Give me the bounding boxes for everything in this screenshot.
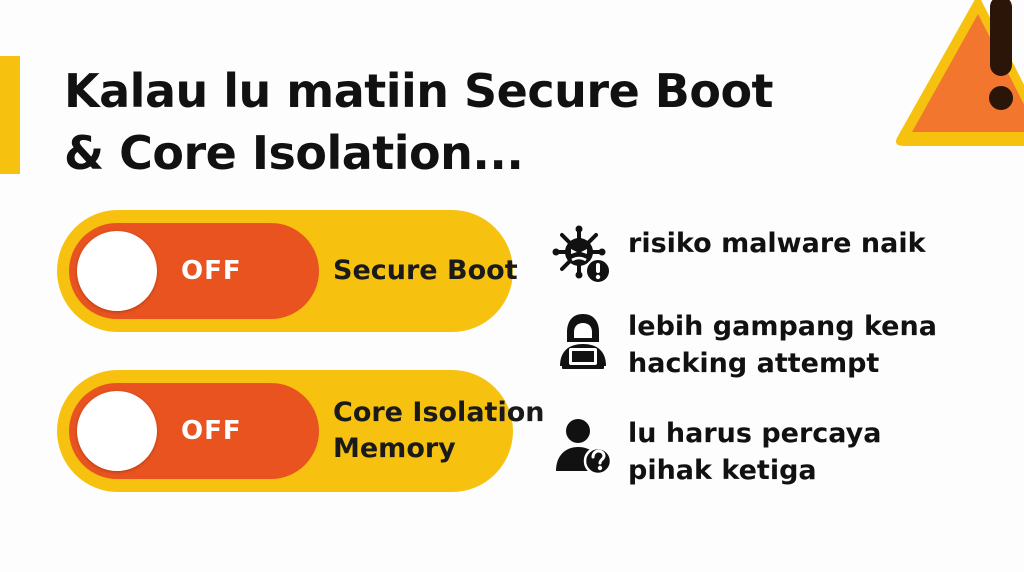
title-line-2: & Core Isolation... bbox=[64, 126, 524, 180]
risk-item: lu harus percaya pihak ketiga bbox=[552, 415, 1012, 489]
virus-warning-icon bbox=[552, 225, 611, 284]
hacker-icon bbox=[560, 314, 606, 369]
risk-item: risiko malware naik bbox=[552, 225, 1012, 287]
risk-text: lebih gampang kena hacking attempt bbox=[628, 308, 937, 382]
risk-text: lu harus percaya pihak ketiga bbox=[628, 415, 882, 489]
risk-text-line: pihak ketiga bbox=[628, 455, 817, 486]
risk-text: risiko malware naik bbox=[628, 225, 926, 262]
toggle-switch[interactable]: OFF bbox=[69, 383, 319, 479]
toggle-state: OFF bbox=[181, 256, 242, 286]
risk-text-line: hacking attempt bbox=[628, 348, 880, 379]
toggle-label: Secure Boot bbox=[333, 253, 518, 289]
accent-bar bbox=[0, 56, 20, 174]
toggle-label-line: Secure Boot bbox=[333, 255, 518, 286]
title-line-1: Kalau lu matiin Secure Boot bbox=[64, 64, 774, 118]
user-question-icon bbox=[556, 419, 613, 476]
risk-text-line: lebih gampang kena bbox=[628, 311, 937, 342]
toggle-secure-boot[interactable]: OFF Secure Boot bbox=[57, 210, 518, 332]
toggle-knob bbox=[77, 231, 157, 311]
toggle-label-line: Memory bbox=[333, 433, 456, 464]
risk-text-line: lu harus percaya bbox=[628, 418, 882, 449]
risk-item: lebih gampang kena hacking attempt bbox=[552, 308, 1012, 382]
toggle-core-isolation[interactable]: OFF Core Isolation Memory bbox=[57, 370, 544, 492]
warning-icon bbox=[896, 0, 1024, 146]
toggle-label: Core Isolation Memory bbox=[333, 395, 544, 467]
toggle-knob bbox=[77, 391, 157, 471]
page-title: Kalau lu matiin Secure Boot & Core Isola… bbox=[64, 60, 774, 184]
toggle-label-line: Core Isolation bbox=[333, 397, 545, 428]
risk-text-line: risiko malware naik bbox=[628, 228, 926, 259]
toggle-switch[interactable]: OFF bbox=[69, 223, 319, 319]
toggle-state: OFF bbox=[181, 416, 242, 446]
